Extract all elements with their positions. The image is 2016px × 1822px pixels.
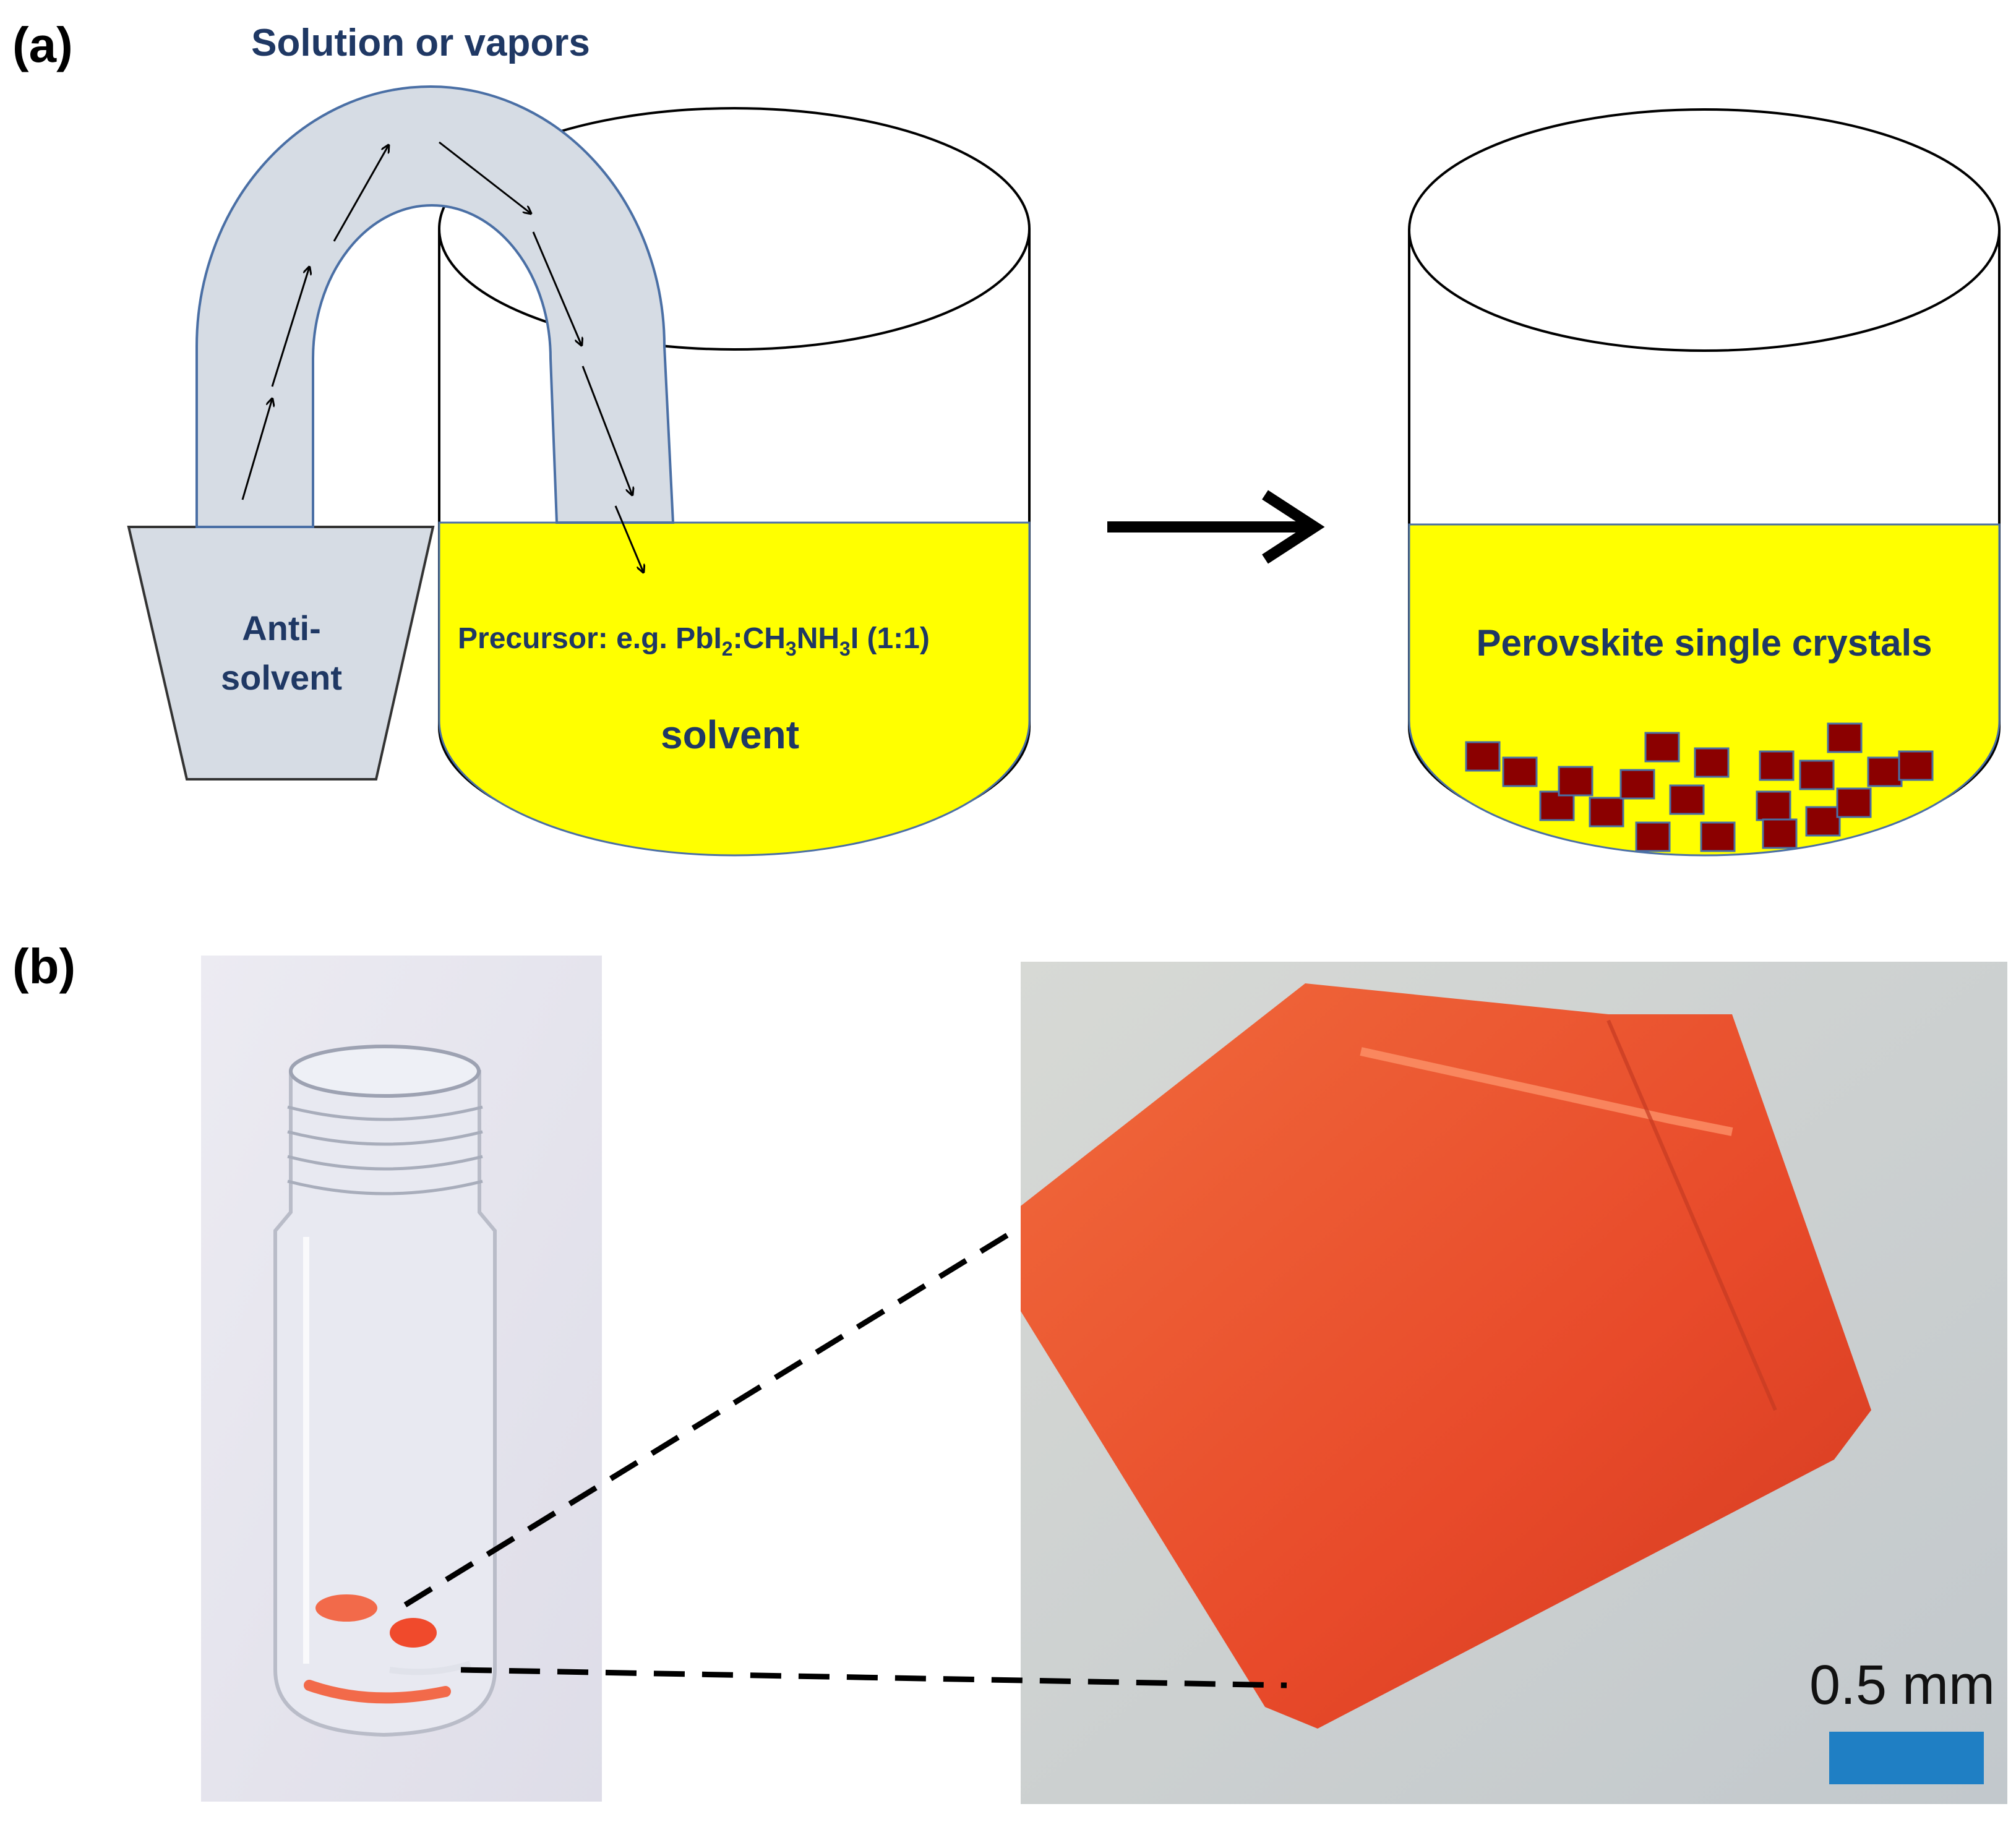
crystal-square <box>1619 769 1655 800</box>
panel-a-label: (a) <box>12 17 73 72</box>
precursor-text-2: :CH <box>733 622 786 655</box>
crystal-square <box>1558 766 1593 797</box>
crystal-square <box>1635 821 1671 852</box>
antisolvent-container: Anti- solvent <box>127 526 435 781</box>
precursor-text-1: Precursor: e.g. PbI <box>458 622 722 655</box>
vial-reflection <box>389 1661 471 1675</box>
result-label: Perovskite single crystals <box>1476 622 1932 664</box>
zoom-line-bottom <box>460 1667 1287 1688</box>
crystal-square <box>1827 722 1863 753</box>
crystal-square <box>1539 790 1575 821</box>
single-crystal <box>1021 983 1871 1729</box>
flow-arrow <box>581 366 632 495</box>
crystal-group <box>1465 722 1934 852</box>
process-arrow-head <box>1262 490 1325 564</box>
precursor-text-3: NH <box>797 622 839 655</box>
beaker-right-rim <box>1408 108 2001 352</box>
process-arrow <box>1107 490 1325 564</box>
antisolvent-label-2: solvent <box>221 658 342 697</box>
vial-crystal <box>390 1618 437 1648</box>
crystal-highlight <box>1360 1047 1733 1136</box>
vial-photo <box>201 956 602 1802</box>
beaker-left-solution <box>438 521 1031 857</box>
flow-arrow <box>614 505 643 572</box>
panel-b: (b) 0.5 mm <box>12 939 2007 1804</box>
crystal-square <box>1799 759 1835 790</box>
crystal-square <box>1700 821 1736 852</box>
crystal-square <box>1589 797 1624 828</box>
precursor-label: Precursor: e.g. PbI2:CH3NH3I (1:1) <box>458 622 930 660</box>
precursor-sub-3: 3 <box>839 638 851 660</box>
tube-body <box>195 85 675 528</box>
flow-arrow <box>532 231 581 345</box>
antisolvent-cup <box>127 526 435 781</box>
flow-arrow <box>241 399 272 500</box>
beaker-right: Perovskite single crystals <box>1408 108 2001 857</box>
zoom-line-top <box>403 1228 1016 1607</box>
crystal-edge <box>1606 1019 1777 1411</box>
vial-glass <box>273 1070 497 1737</box>
crystal-square <box>1805 806 1841 837</box>
scale-bar <box>1829 1732 1984 1784</box>
antisolvent-label-1: Anti- <box>242 609 321 648</box>
vial-threads <box>287 1105 483 1195</box>
beaker-right-solution <box>1408 523 2001 857</box>
crystal-square <box>1762 818 1798 849</box>
vial-crystal <box>304 1680 451 1704</box>
crystal-square <box>1867 756 1903 787</box>
crystal-square <box>1756 790 1791 821</box>
crystal-square <box>1644 732 1680 763</box>
crystal-square <box>1502 756 1538 787</box>
zoom-connectors <box>403 1228 1287 1688</box>
precursor-sub-1: 2 <box>722 638 733 660</box>
crystal-square <box>1694 747 1730 778</box>
solvent-label: solvent <box>661 712 799 757</box>
crystal-photo: 0.5 mm <box>1021 962 2007 1804</box>
flow-arrow <box>333 145 388 242</box>
panel-b-label: (b) <box>12 939 75 994</box>
crystal-square <box>1898 750 1934 781</box>
flow-arrows <box>241 141 643 572</box>
flow-arrow <box>271 267 309 387</box>
panel-a: (a) Precursor: e.g. PbI2:CH3NH3I (1:1) s… <box>12 17 2001 857</box>
vial-mouth <box>289 1045 481 1098</box>
crystal-square <box>1669 784 1705 815</box>
vial-crystal <box>315 1594 377 1622</box>
scale-bar-label: 0.5 mm <box>1809 1654 1995 1716</box>
precursor-sub-2: 3 <box>786 638 797 660</box>
crystal-square <box>1836 787 1872 818</box>
crystal-square <box>1465 741 1501 772</box>
crystal-square <box>1759 750 1795 781</box>
transfer-tube: Solution or vapors <box>195 22 675 572</box>
tube-label: Solution or vapors <box>251 22 590 64</box>
precursor-text-4: I (1:1) <box>851 622 930 655</box>
flow-arrow <box>439 141 531 213</box>
